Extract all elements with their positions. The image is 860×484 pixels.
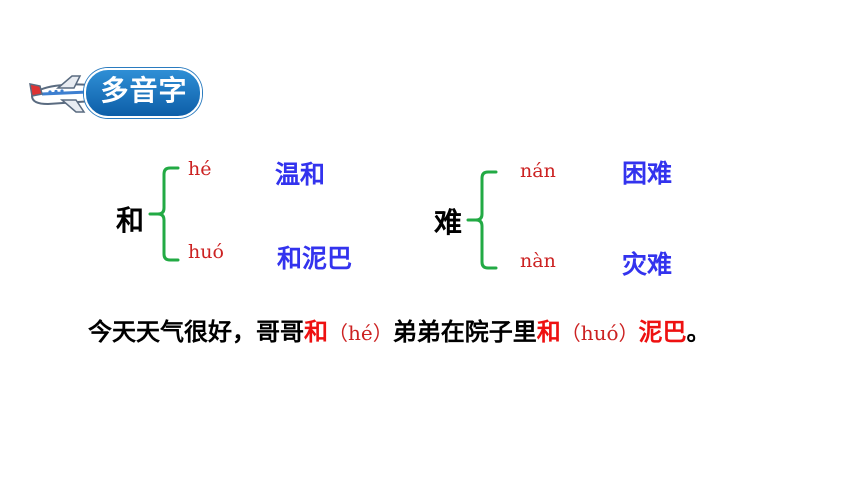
sentence-highlight-word: 泥巴 [638, 318, 687, 346]
polyphone-char-2: 难 [434, 206, 463, 239]
sentence-paren-close-1: ） [372, 321, 393, 345]
sentence-paren-open-1: （ [328, 321, 348, 345]
sentence-pinyin-he: hé [348, 321, 373, 345]
brace-1 [148, 166, 180, 262]
sentence-paren-close-2: ） [618, 321, 639, 345]
word-wenhe: 温和 [275, 160, 326, 189]
sentence-pinyin-huo: huó [580, 321, 619, 345]
sentence-end: 。 [686, 318, 711, 346]
polyphone-char-1: 和 [116, 204, 145, 237]
badge-pill [84, 68, 202, 118]
sentence-part-2: 弟弟在院子里 [392, 318, 537, 346]
pinyin-huo: huó [188, 241, 224, 263]
badge-title: 多音字 [100, 74, 188, 107]
sentence-highlight-he: 和 [304, 318, 328, 346]
word-henibo: 和泥巴 [277, 244, 353, 273]
pinyin-nan4: nàn [520, 250, 556, 272]
sentence-part-1: 今天天气很好，哥哥 [88, 318, 304, 346]
sentence-paren-open-2: （ [560, 321, 581, 345]
example-sentence: 今天天气很好，哥哥和（hé）弟弟在院子里和（huó）泥巴。 [88, 312, 711, 347]
word-kunnan: 困难 [622, 159, 673, 188]
brace-2 [466, 170, 498, 270]
pinyin-he: hé [188, 158, 212, 180]
section-badge: 多音字 [28, 68, 202, 118]
word-zainan: 灾难 [622, 250, 673, 279]
sentence-highlight-huo: 和 [536, 318, 561, 346]
pinyin-nan2: nán [520, 160, 556, 182]
